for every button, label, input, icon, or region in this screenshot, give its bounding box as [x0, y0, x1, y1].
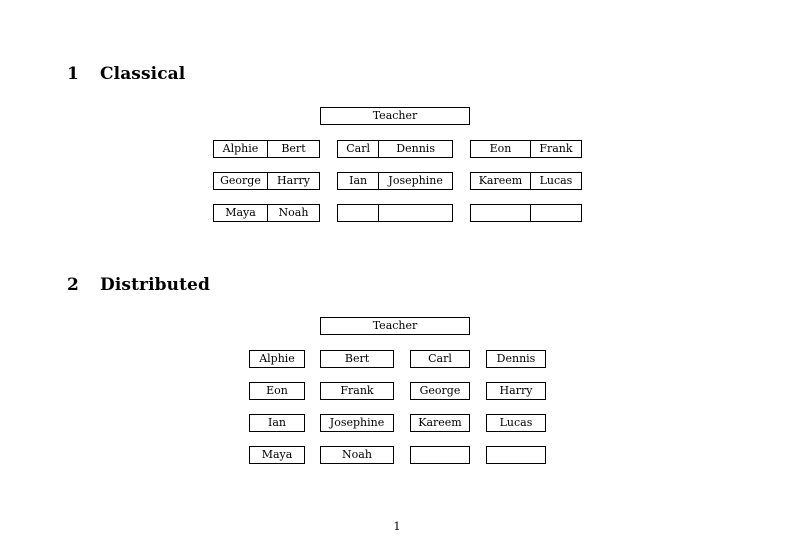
group-table-row [337, 204, 453, 222]
group-cell-empty [529, 205, 581, 221]
section-heading-distributed: 2 Distributed [67, 277, 210, 294]
section-number: 2 [67, 275, 79, 295]
page-number: 1 [393, 520, 401, 533]
group-cell: Josephine [378, 173, 452, 189]
student-box: Ian [249, 414, 305, 432]
group-cell: George [220, 174, 261, 187]
group-cell: Dennis [378, 141, 452, 157]
group-table-row: Carl Dennis [337, 140, 453, 158]
student-box: George [410, 382, 470, 400]
group-cell: Carl [346, 142, 371, 155]
section-number: 1 [67, 64, 79, 84]
group-table-row: Kareem Lucas [470, 172, 582, 190]
teacher-box-distributed: Teacher [320, 317, 470, 335]
group-cell: Kareem [478, 174, 523, 187]
group-cell: Noah [266, 205, 319, 221]
group-table-row: George Harry [213, 172, 320, 190]
student-box: Eon [249, 382, 305, 400]
group-cell: Alphie [222, 142, 259, 155]
group-cell: Lucas [529, 173, 581, 189]
section-title: Distributed [100, 275, 210, 295]
student-box: Maya [249, 446, 305, 464]
section-heading-classical: 1 Classical [67, 66, 185, 83]
student-box: Harry [486, 382, 546, 400]
group-cell: Frank [529, 141, 581, 157]
group-table-row [470, 204, 582, 222]
student-box-empty [410, 446, 470, 464]
section-title: Classical [100, 64, 186, 84]
group-cell-empty [378, 205, 452, 221]
group-table-row: Eon Frank [470, 140, 582, 158]
student-box: Alphie [249, 350, 305, 368]
group-cell: Ian [349, 174, 368, 187]
student-box: Lucas [486, 414, 546, 432]
group-cell: Eon [489, 142, 512, 155]
student-box: Dennis [486, 350, 546, 368]
student-box: Frank [320, 382, 394, 400]
group-cell-empty [471, 205, 530, 221]
group-table-row: Maya Noah [213, 204, 320, 222]
group-cell: Maya [225, 206, 256, 219]
teacher-box-classical: Teacher [320, 107, 470, 125]
group-cell: Harry [266, 173, 319, 189]
student-box: Josephine [320, 414, 394, 432]
student-box-empty [486, 446, 546, 464]
group-cell-empty [338, 205, 378, 221]
student-box: Kareem [410, 414, 470, 432]
student-box: Noah [320, 446, 394, 464]
group-cell: Bert [266, 141, 319, 157]
group-table-row: Alphie Bert [213, 140, 320, 158]
group-table-row: Ian Josephine [337, 172, 453, 190]
student-box: Carl [410, 350, 470, 368]
student-box: Bert [320, 350, 394, 368]
